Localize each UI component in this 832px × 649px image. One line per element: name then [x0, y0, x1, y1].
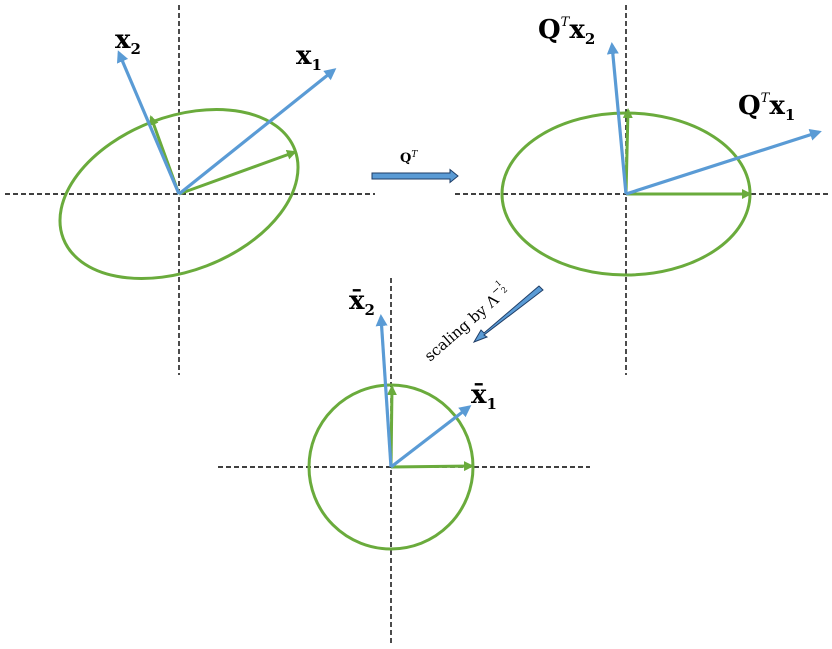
panel-whitened: x̄1 x̄2 — [218, 278, 590, 645]
vector-x1 — [178, 68, 337, 196]
scaling-arrow: scaling by Λ−12 — [421, 278, 544, 365]
label-x1: x1 — [296, 41, 322, 74]
label-qtx2: QTx2 — [538, 15, 595, 48]
rotation-label: QT — [400, 150, 418, 166]
eigenvector-1 — [390, 461, 474, 472]
vector-qtx2 — [606, 42, 628, 195]
rotation-arrow: QT — [371, 150, 459, 184]
vector-x2 — [117, 50, 181, 195]
eigenvector-1 — [178, 150, 297, 196]
label-xbar2: x̄2 — [349, 286, 375, 319]
label-x2: x2 — [115, 25, 141, 58]
label-xbar1: x̄1 — [471, 380, 497, 413]
vector-qtx1 — [625, 129, 822, 196]
eigenvector-2 — [622, 108, 633, 195]
panel-original: x1 x2 — [5, 5, 375, 375]
panel-rotated: QTx1 QTx2 — [455, 5, 830, 375]
label-qtx1: QTx1 — [738, 91, 795, 124]
vector-xbar2 — [375, 314, 393, 468]
vector-xbar1 — [390, 405, 472, 469]
